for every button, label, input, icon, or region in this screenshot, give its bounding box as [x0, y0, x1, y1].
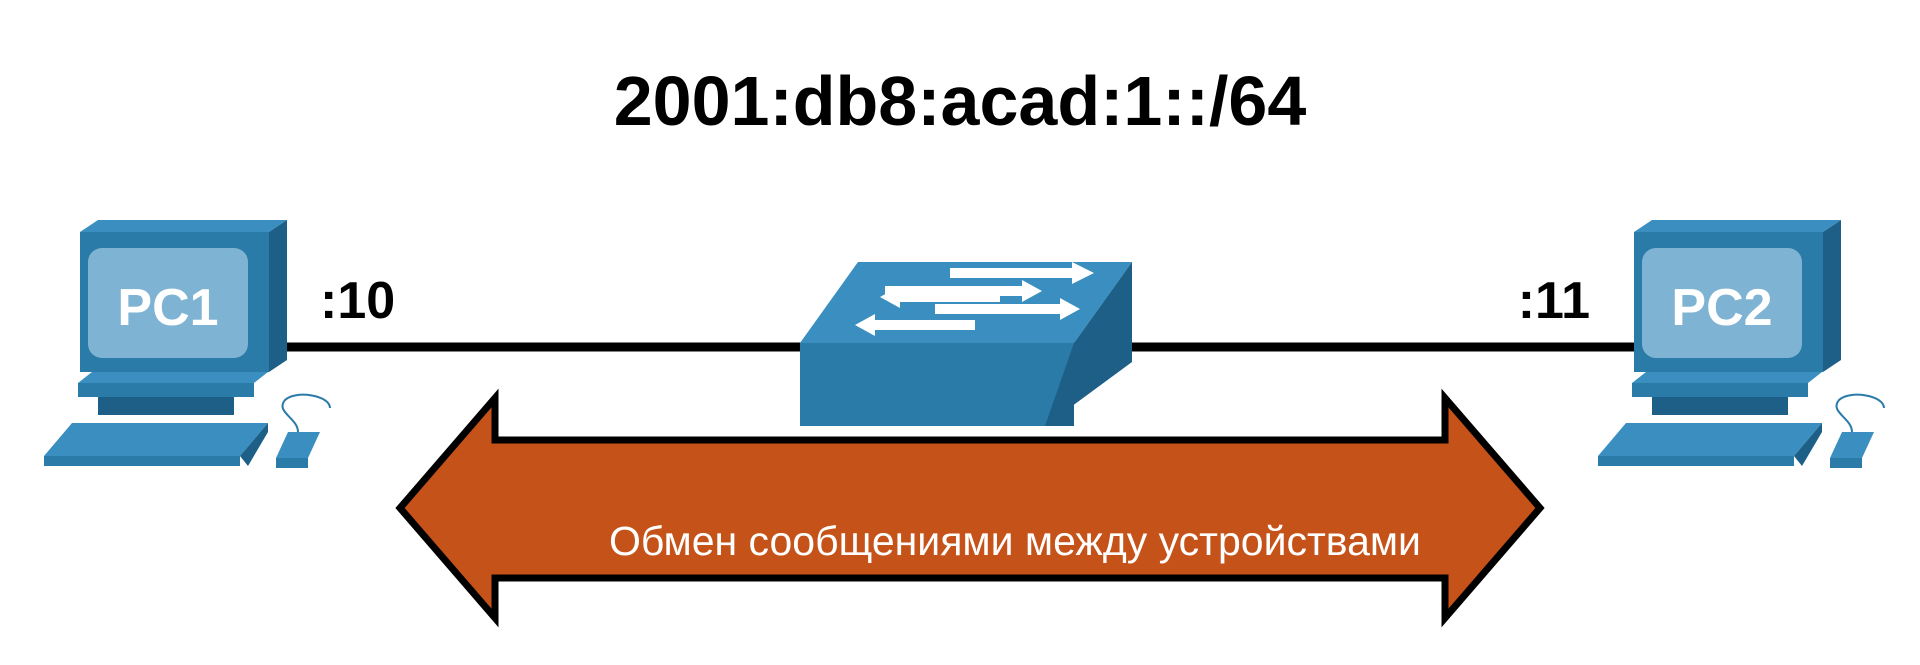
bidirectional-arrow: Обмен сообщениями между устройствами [395, 388, 1545, 628]
arrow-caption: Обмен сообщениями между устройствами [609, 518, 1421, 564]
pc1-interface-id: :10 [320, 272, 395, 330]
pc2-interface-id: :11 [1518, 272, 1590, 330]
pc2-label: PC2 [1671, 279, 1772, 337]
pc1-label: PC1 [117, 279, 218, 337]
switch-icon [800, 262, 1132, 426]
pc1-icon: PC1 [44, 220, 331, 468]
switch-arrows-icon [855, 262, 1094, 336]
pc1-mouse-icon [276, 393, 331, 468]
pc2-mouse-icon [1830, 393, 1885, 468]
pc2-icon: PC2 [1598, 220, 1885, 468]
network-prefix-title: 2001:db8:acad:1::/64 [614, 62, 1307, 140]
